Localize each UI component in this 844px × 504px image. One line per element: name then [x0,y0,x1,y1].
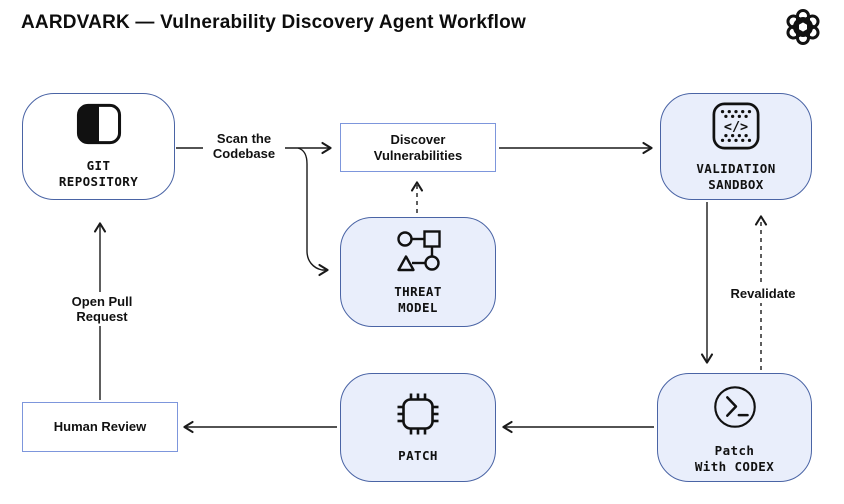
node-label: THREAT MODEL [394,284,442,315]
node-validation-sandbox: </> VALIDATION SANDBOX [660,93,812,200]
terminal-icon [709,381,761,438]
edge-label-open-pull-request: Open Pull Request [57,292,147,326]
split-panel-icon [76,103,122,150]
diagram-shapes-icon [394,228,442,279]
node-label: GIT REPOSITORY [58,158,139,189]
node-label: PATCH [398,448,438,463]
edge-label-scan-the-codebase: Scan the Codebase [203,129,285,163]
edge-git-to-threat-model [297,147,329,277]
node-patch: PATCH [340,373,496,482]
edge-label-revalidate: Revalidate [722,284,804,303]
node-patch-with-codex: Patch With CODEX [657,373,812,482]
sandbox-code-icon: </> [711,101,761,156]
node-label: Discover Vulnerabilities [373,131,463,163]
node-discover-vulnerabilities: Discover Vulnerabilities [340,123,496,172]
openai-logo-icon [783,6,823,46]
page-title: AARDVARK — Vulnerability Discovery Agent… [21,12,526,33]
node-git-repository: GIT REPOSITORY [22,93,175,200]
node-label: VALIDATION SANDBOX [696,160,776,192]
node-label: Human Review [53,419,147,434]
node-human-review: Human Review [22,402,178,452]
svg-text:</>: </> [724,119,748,134]
node-threat-model: THREAT MODEL [340,217,496,327]
node-label: Patch With CODEX [694,442,775,474]
chip-icon [391,391,445,444]
